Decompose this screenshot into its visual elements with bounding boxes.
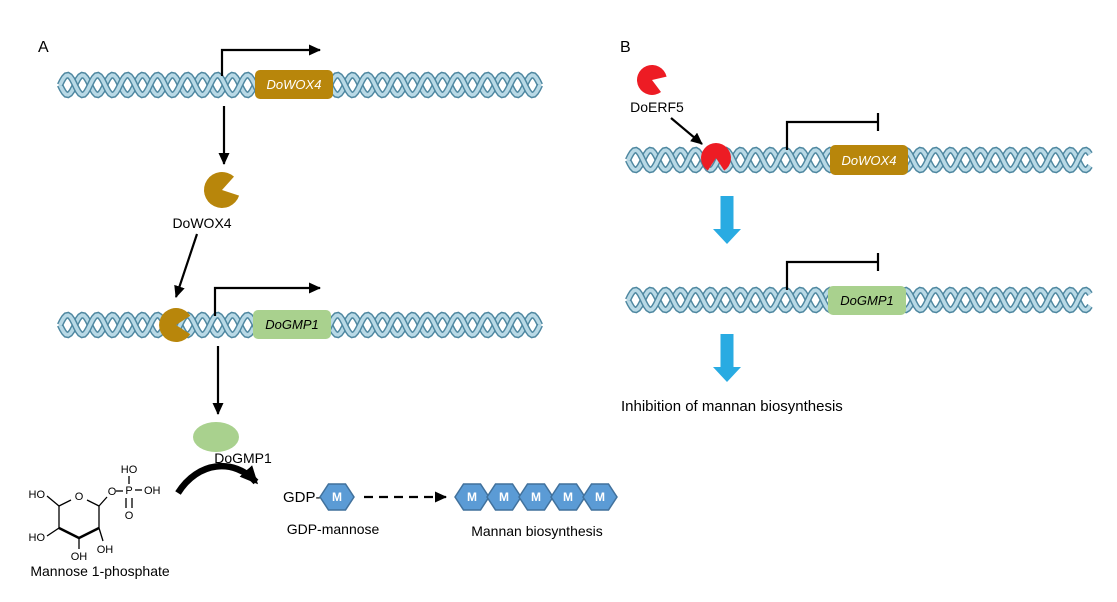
oh-phosphate: OH <box>144 485 161 497</box>
double-bond-oxygen: O <box>125 510 134 522</box>
ring-bond <box>58 526 80 540</box>
doerf5-bound-icon <box>701 143 731 171</box>
gene-box-dowox4-b <box>830 145 908 175</box>
gene-label-dogmp1-a: DoGMP1 <box>265 317 318 332</box>
inhibition-label: Inhibition of mannan biosynthesis <box>621 398 843 415</box>
repression-arrow-dogmp1 <box>785 260 878 290</box>
cyan-down-arrow-2 <box>713 334 741 382</box>
ring-bond <box>78 526 100 540</box>
dowox4-bound-protein-icon <box>159 308 191 342</box>
substituent-bond <box>46 527 60 537</box>
mannan-m: M <box>595 490 605 504</box>
gene-label-dowox4-b: DoWOX4 <box>842 153 897 168</box>
doerf5-label: DoERF5 <box>630 99 684 115</box>
ring-bond <box>58 499 72 507</box>
mannan-hexagon-icon <box>582 483 618 511</box>
gdp-mannose-m: M <box>332 490 342 504</box>
dogmp1-protein-icon <box>193 422 239 452</box>
gdp-mannose-hexagon-icon <box>319 483 355 511</box>
ho-arm: HO <box>29 489 46 501</box>
substituent-bond <box>98 527 104 542</box>
mannan-m: M <box>467 490 477 504</box>
catalysis-arrow <box>175 462 259 495</box>
ring-bond <box>86 499 100 507</box>
mannan-m: M <box>499 490 509 504</box>
transcription-start-arrow-dogmp1 <box>213 282 321 316</box>
mannan-chain: M M M M M <box>454 483 618 511</box>
link-oxygen: O <box>108 486 117 498</box>
doerf5-icon <box>636 65 667 96</box>
dogmp1-protein-label: DoGMP1 <box>214 450 272 466</box>
panel-b: B DoERF5 DoWOX4 DoGMP1 Inhibition of man… <box>620 39 1093 415</box>
gene-box-dogmp1-a <box>253 310 331 339</box>
dowox4-protein-label: DoWOX4 <box>172 215 231 231</box>
oh-bottom: OH <box>71 551 88 563</box>
gene-box-dowox4-a <box>255 70 333 99</box>
repression-arrow-dowox4 <box>785 120 878 150</box>
transcription-start-arrow-dowox4 <box>220 44 321 76</box>
gdp-mannose-label: GDP-mannose <box>287 521 380 537</box>
gdp-prefix-label: GDP- <box>283 489 321 506</box>
panel-a: A DoWOX4 DoWOX4 DoGMP1 DoGMP1 <box>29 39 618 579</box>
doerf5-binding-arrow <box>670 117 703 145</box>
gene-label-dogmp1-b: DoGMP1 <box>840 293 893 308</box>
mannan-m: M <box>531 490 541 504</box>
substrate-label: Mannose 1-phosphate <box>30 563 170 579</box>
mannose-1-phosphate-structure: O HO HO OH OH O P HO OH O <box>29 464 161 563</box>
gene-label-dowox4-a: DoWOX4 <box>267 77 322 92</box>
mannan-m: M <box>563 490 573 504</box>
gene-box-dogmp1-b <box>828 286 906 315</box>
dowox4-protein-icon <box>203 172 240 209</box>
ho-phosphate: HO <box>121 464 138 476</box>
phosphorus: P <box>125 485 132 497</box>
mannan-label: Mannan biosynthesis <box>471 523 603 539</box>
binding-arrow-dowox4 <box>174 233 199 298</box>
link-bond <box>98 496 108 507</box>
ring-oxygen: O <box>75 491 84 503</box>
panel-b-label: B <box>620 39 631 56</box>
substituent-bond <box>46 495 60 507</box>
oh-bottom-right: OH <box>97 544 114 556</box>
cyan-down-arrow-1 <box>713 196 741 244</box>
ho-bottom-left: HO <box>29 532 46 544</box>
panel-a-label: A <box>38 39 49 56</box>
